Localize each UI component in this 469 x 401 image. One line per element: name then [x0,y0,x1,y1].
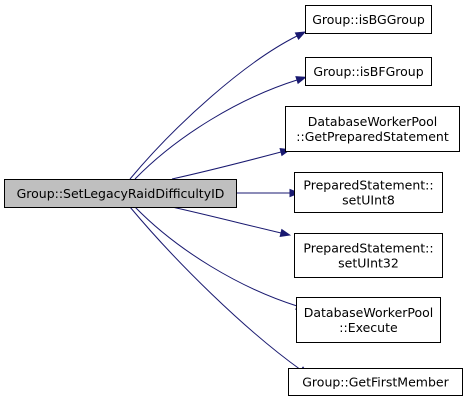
node-execute[interactable]: DatabaseWorkerPool::Execute [296,297,441,343]
edge-line [171,151,282,180]
node-box [288,368,463,396]
edge-line [129,206,302,371]
edge-arrowhead [295,76,307,85]
node-label: ::GetPreparedStatement [296,129,449,144]
call-nodes: Group::SetLegacyRaidDifficultyID Group::i… [4,5,463,396]
node-root-root[interactable]: Group::SetLegacyRaidDifficultyID [4,179,237,208]
node-box [296,297,441,343]
node-box [305,5,432,34]
node-label: Group::isBFGroup [313,64,423,79]
node-label: Group::SetLegacyRaidDifficultyID [17,186,225,201]
node-label: ::Execute [339,320,398,335]
node-label: setUInt32 [338,256,399,271]
node-label: setUInt8 [342,193,395,208]
edge-arrowhead [294,31,307,41]
edge-to-isBGGroup [129,31,307,180]
node-setUInt32[interactable]: PreparedStatement::setUInt32 [294,233,443,278]
node-label: DatabaseWorkerPool [304,305,434,320]
node-getPreparedStatement[interactable]: DatabaseWorkerPool::GetPreparedStatement [285,106,460,152]
edge-to-getPreparedStatement [171,148,292,180]
node-box [4,179,237,208]
node-setUInt8[interactable]: PreparedStatement::setUInt8 [294,172,443,213]
edge-to-setUInt8 [236,188,301,198]
node-isBGGroup[interactable]: Group::isBGGroup [305,5,432,34]
node-label: PreparedStatement:: [303,241,433,256]
node-box [294,233,443,278]
node-label: PreparedStatement:: [303,178,433,193]
node-label: DatabaseWorkerPool [308,114,438,129]
node-label: Group::GetFirstMember [302,375,449,390]
edge-to-execute [134,206,307,310]
edge-line [171,206,282,234]
edge-to-setUInt32 [171,206,292,238]
node-getFirstMember[interactable]: Group::GetFirstMember [288,368,463,396]
node-label: Group::isBGGroup [312,12,425,27]
node-box [294,172,443,213]
edge-arrowhead [279,228,292,238]
edge-line [129,35,298,180]
edge-to-isBFGroup [134,76,307,180]
edge-line [134,79,298,180]
node-box [285,106,460,152]
node-isBFGroup[interactable]: Group::isBFGroup [305,57,432,86]
node-box [305,57,432,86]
edge-line [134,206,298,307]
